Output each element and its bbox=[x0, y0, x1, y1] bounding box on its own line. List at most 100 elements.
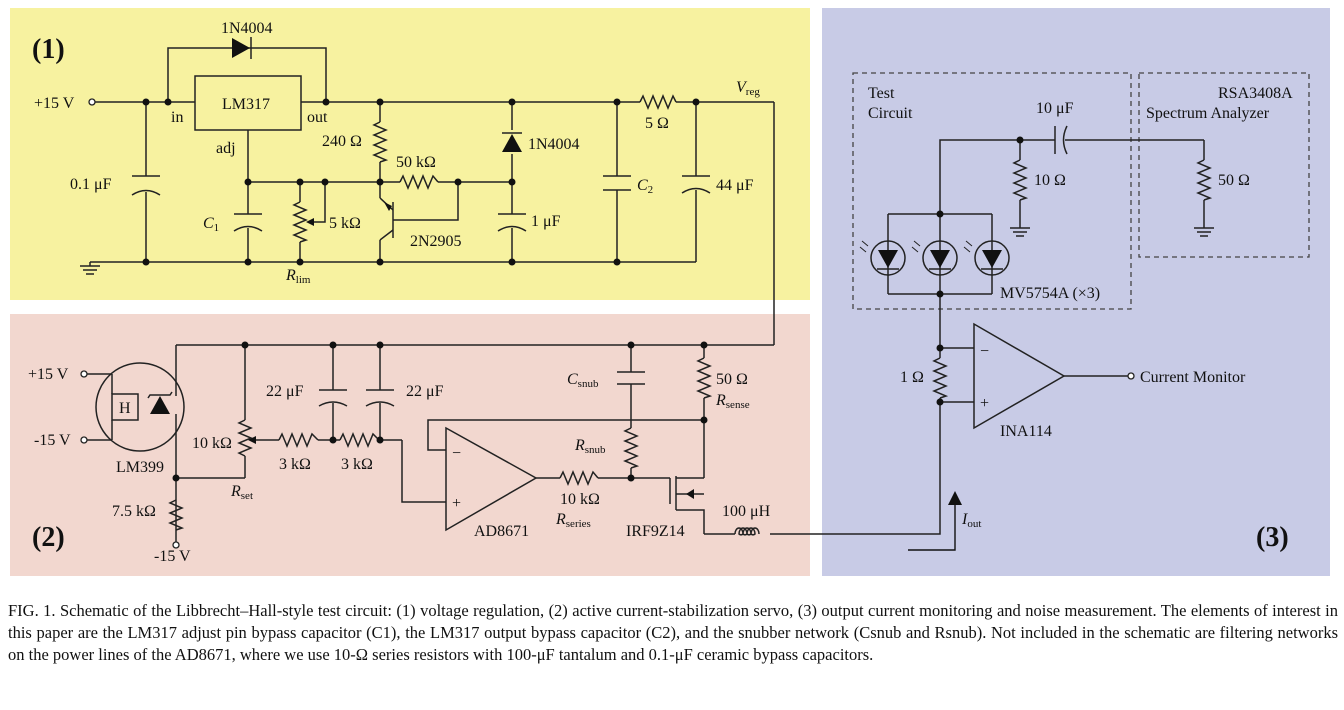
label-opamp-minus: − bbox=[452, 445, 461, 462]
label-r240: 240 Ω bbox=[322, 133, 362, 150]
label-c22uf-b: 22 μF bbox=[406, 383, 444, 400]
transistor-2n2905 bbox=[379, 197, 408, 241]
capacitor-22uf-a bbox=[318, 389, 348, 407]
spectrum-analyzer-box bbox=[1138, 72, 1310, 258]
label-r3k-b: 3 kΩ bbox=[341, 456, 373, 473]
label-r1ohm: 1 Ω bbox=[900, 369, 924, 386]
panel-voltage-regulation bbox=[10, 8, 810, 300]
current-arrow bbox=[908, 491, 962, 551]
capacitor-1uf bbox=[497, 213, 527, 232]
panel-number-3: (3) bbox=[1256, 522, 1289, 553]
label-c2: C2 bbox=[637, 177, 653, 196]
panel-number-1: (1) bbox=[32, 34, 65, 65]
label-r50ohm-sa: 50 Ω bbox=[1218, 172, 1250, 189]
resistor-10ohm bbox=[1012, 159, 1029, 201]
resistor-3k-a bbox=[278, 432, 319, 448]
label-2n2905: 2N2905 bbox=[410, 233, 462, 250]
label-r10ohm: 10 Ω bbox=[1034, 172, 1066, 189]
label-irf9z14: IRF9Z14 bbox=[626, 523, 685, 540]
resistor-rsense bbox=[696, 357, 713, 399]
label-circuit: Circuit bbox=[868, 105, 913, 122]
label-csnub: Csnub bbox=[567, 371, 599, 390]
label-lm399: LM399 bbox=[116, 459, 164, 476]
label-spectrum-analyzer: Spectrum Analyzer bbox=[1146, 105, 1270, 122]
label-diode-top: 1N4004 bbox=[221, 20, 273, 37]
label-rsense: Rsense bbox=[715, 392, 750, 411]
potentiometer-5k bbox=[292, 201, 314, 243]
figure-caption: FIG. 1. Schematic of the Libbrecht–Hall-… bbox=[8, 601, 1338, 664]
circuit-schematic: (1) (2) (3) bbox=[10, 8, 1330, 576]
resistor-50k bbox=[399, 174, 439, 190]
label-supply-15v: +15 V bbox=[34, 95, 75, 112]
section-3-wiring bbox=[852, 72, 1310, 403]
diode-1n4004-top bbox=[228, 37, 255, 59]
label-diode-mid: 1N4004 bbox=[528, 136, 580, 153]
diode-1n4004-mid bbox=[502, 132, 522, 152]
capacitor-csnub bbox=[617, 371, 645, 385]
test-circuit-box bbox=[852, 72, 1132, 310]
resistor-rsnub bbox=[623, 427, 640, 469]
opamp-ad8671 bbox=[445, 426, 538, 532]
label-r3k-a: 3 kΩ bbox=[279, 456, 311, 473]
capacitor-22uf-b bbox=[365, 389, 395, 407]
junctions-section-3 bbox=[936, 136, 1024, 406]
label-ina-plus: + bbox=[980, 395, 989, 412]
inductor-100uh bbox=[734, 527, 760, 536]
label-c44uf: 44 μF bbox=[716, 177, 754, 194]
ground-50ohm bbox=[1194, 227, 1214, 237]
potentiometer-10k bbox=[237, 419, 256, 457]
label-c01uf: 0.1 μF bbox=[70, 176, 112, 193]
label-c1: C1 bbox=[203, 215, 219, 234]
label-r50k: 50 kΩ bbox=[396, 154, 436, 171]
lm399-heater bbox=[111, 393, 139, 421]
label-current-monitor: Current Monitor bbox=[1140, 369, 1246, 386]
label-r7-5k: 7.5 kΩ bbox=[112, 503, 156, 520]
led-array bbox=[859, 240, 1010, 276]
label-mv5754a: MV5754A (×3) bbox=[1000, 285, 1100, 302]
capacitor-c2 bbox=[603, 175, 631, 191]
label-r10k: 10 kΩ bbox=[192, 435, 232, 452]
resistor-240 bbox=[372, 121, 389, 163]
label-pin-adj: adj bbox=[216, 140, 236, 157]
label-rseries: Rseries bbox=[555, 511, 591, 530]
panel-current-servo bbox=[10, 314, 810, 576]
label-iout: Iout bbox=[961, 511, 981, 530]
label-pin-out: out bbox=[307, 109, 328, 126]
label-rlim: Rlim bbox=[285, 267, 311, 286]
capacitor-0-1uf bbox=[131, 175, 161, 196]
label-vreg: Vreg bbox=[736, 79, 760, 98]
amplifier-ina114 bbox=[973, 322, 1066, 430]
label-ad8671: AD8671 bbox=[474, 523, 529, 540]
label-cap-10uf: 10 μF bbox=[1036, 100, 1074, 117]
capacitor-c1 bbox=[233, 213, 263, 232]
label-ina-minus: − bbox=[980, 343, 989, 360]
resistor-rseries bbox=[559, 470, 599, 486]
panel-number-2: (2) bbox=[32, 522, 65, 553]
resistor-7-5k bbox=[168, 499, 185, 531]
label-r10k-b: 10 kΩ bbox=[560, 491, 600, 508]
label-inductor: 100 μH bbox=[722, 503, 771, 520]
label-rset: Rset bbox=[230, 483, 253, 502]
section-2-wiring bbox=[80, 344, 941, 549]
resistor-50ohm-sa bbox=[1196, 159, 1213, 201]
label-c1uf: 1 μF bbox=[531, 213, 561, 230]
junctions-section-1 bbox=[142, 98, 700, 266]
label-minus-15v-b: -15 V bbox=[154, 548, 191, 565]
zener-lm399 bbox=[147, 391, 173, 414]
label-c22uf-a: 22 μF bbox=[266, 383, 304, 400]
label-pin-in: in bbox=[171, 109, 183, 126]
resistor-1ohm bbox=[932, 357, 949, 399]
label-lm317: LM317 bbox=[222, 96, 270, 113]
capacitor-44uf bbox=[681, 175, 711, 194]
junctions-section-2 bbox=[172, 341, 708, 482]
section-1-wiring bbox=[80, 47, 775, 345]
label-r50ohm: 50 Ω bbox=[716, 371, 748, 388]
label-test: Test bbox=[868, 85, 895, 102]
label-minus-15v: -15 V bbox=[34, 432, 71, 449]
lm399-circle bbox=[95, 362, 185, 452]
label-r5k: 5 kΩ bbox=[329, 215, 361, 232]
resistor-3k-b bbox=[339, 432, 380, 448]
capacitor-10uf bbox=[1054, 125, 1068, 155]
panel-current-monitor bbox=[822, 8, 1330, 576]
label-rsa3408a: RSA3408A bbox=[1218, 85, 1293, 102]
